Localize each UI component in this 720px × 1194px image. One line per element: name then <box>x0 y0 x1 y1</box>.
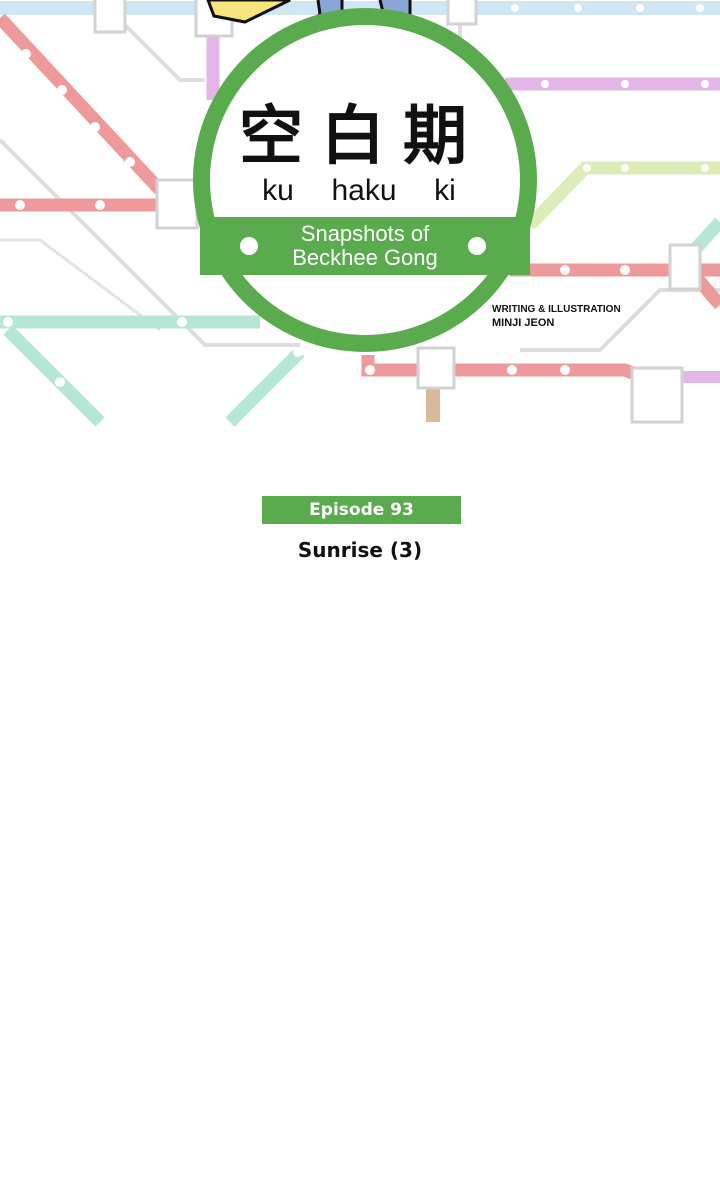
credits-name: MINJI JEON <box>492 317 554 329</box>
subway-line-grey-3 <box>0 238 161 332</box>
subway-line-mint-diag-2 <box>225 347 305 427</box>
logo-subtitle-line1: Snapshots of <box>301 221 430 246</box>
episode-title: Sunrise (3) <box>297 538 423 562</box>
logo-romaji-ki: ki <box>434 174 456 207</box>
subway-line-lime <box>525 161 720 230</box>
subway-map-background: 空白期 ku haku ki Snapshots of Beckhee Gong… <box>0 0 720 427</box>
credits-role: WRITING & ILLUSTRATION <box>492 304 621 315</box>
logo-kanji: 空白期 <box>239 100 485 174</box>
logo-romaji-ku: ku <box>262 174 294 207</box>
logo-subtitle-line2: Beckhee Gong <box>292 245 438 270</box>
logo-romaji-haku: haku <box>331 174 396 207</box>
series-logo: 空白期 ku haku ki Snapshots of Beckhee Gong <box>193 8 537 352</box>
episode-number-badge: Episode 93 <box>262 496 461 524</box>
logo-dot-left <box>240 237 258 255</box>
subway-line-mint-diag <box>3 325 105 427</box>
subway-line-grey-1 <box>118 18 205 82</box>
logo-dot-right <box>468 237 486 255</box>
